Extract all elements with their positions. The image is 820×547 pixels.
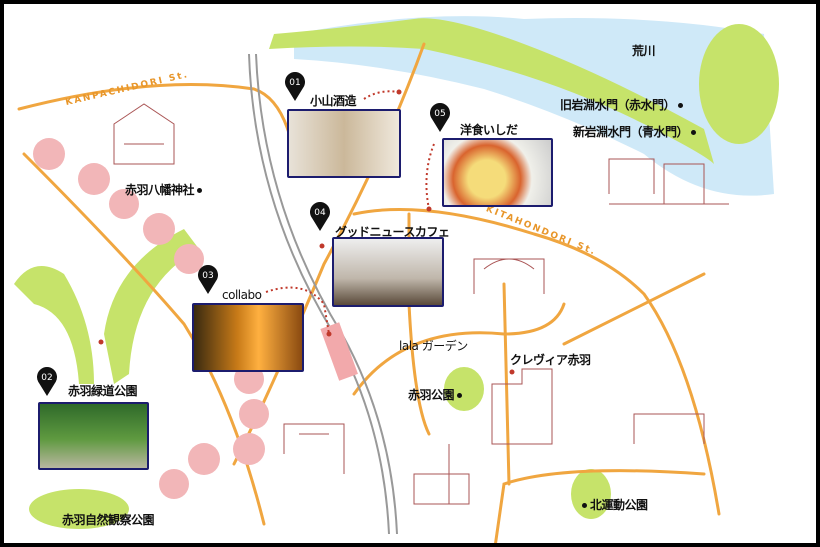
svg-text:01: 01 <box>289 78 300 88</box>
spot-04-photo[interactable] <box>332 237 444 307</box>
greenway <box>14 266 94 384</box>
riverbank-green-2 <box>699 24 779 144</box>
label-clevia: クレヴィア赤羽 <box>510 353 591 367</box>
spot-01-name[interactable]: 小山酒造 <box>310 94 357 108</box>
akabane-station <box>320 322 358 381</box>
label-kita-park: 北運動公園 <box>579 496 648 513</box>
location-dots <box>98 89 515 375</box>
greenway-2 <box>104 229 199 384</box>
svg-text:04: 04 <box>314 208 326 218</box>
pin-02-icon[interactable]: 02 <box>36 366 58 396</box>
spot-05-name[interactable]: 洋食いしだ <box>460 123 518 137</box>
svg-text:02: 02 <box>41 373 52 383</box>
leader-lines <box>265 90 435 335</box>
new-gate-text: 新岩淵水門（青水門） <box>573 125 689 139</box>
spot-02-photo[interactable] <box>38 402 149 470</box>
kita-park-text: 北運動公園 <box>590 498 648 512</box>
shrine-text: 赤羽八幡神社 <box>125 183 195 197</box>
location-dot-icon <box>691 130 697 135</box>
spot-01-photo[interactable] <box>287 109 401 178</box>
location-dot-icon <box>457 393 463 398</box>
label-old-iwabuchi-gate: 旧岩淵水門（赤水門） <box>560 96 686 113</box>
location-dot-icon <box>582 503 587 508</box>
svg-text:05: 05 <box>434 109 445 119</box>
spot-03-photo[interactable] <box>192 303 304 372</box>
building-sketches <box>113 103 729 505</box>
spot-05-photo[interactable] <box>442 138 553 207</box>
nature-park-green <box>29 489 129 529</box>
arakawa-river <box>294 16 774 196</box>
pin-01-icon[interactable]: 01 <box>284 71 306 101</box>
akabane-park-green <box>444 367 484 411</box>
pin-03-icon[interactable]: 03 <box>197 264 219 294</box>
label-new-iwabuchi-gate: 新岩淵水門（青水門） <box>573 123 699 140</box>
spot-04-name[interactable]: グッドニュースカフェ <box>335 225 450 239</box>
pin-05-icon[interactable]: 05 <box>429 102 451 132</box>
label-nature-park: 赤羽自然観察公園 <box>62 513 155 527</box>
label-shrine: 赤羽八幡神社 <box>125 181 205 198</box>
old-gate-text: 旧岩淵水門（赤水門） <box>560 98 676 112</box>
location-dot-icon <box>197 188 203 193</box>
spot-02-name[interactable]: 赤羽緑道公園 <box>68 384 138 398</box>
spot-03-name[interactable]: collabo <box>222 288 262 302</box>
label-lala-garden: lala ガーデン <box>399 339 468 353</box>
label-arakawa: 荒川 <box>632 44 656 58</box>
label-akabane-park: 赤羽公園 <box>408 386 465 403</box>
kita-park-green <box>571 469 611 519</box>
location-dot-icon <box>678 103 684 108</box>
riverbank-green <box>269 18 714 165</box>
pin-04-icon[interactable]: 04 <box>309 201 331 231</box>
svg-text:03: 03 <box>202 271 213 281</box>
map-background <box>14 16 779 543</box>
illustrated-map: KANPACHIDORI St. KITAHONDORI St. 01 小山酒造… <box>4 4 816 543</box>
akabane-park-text: 赤羽公園 <box>408 388 455 402</box>
